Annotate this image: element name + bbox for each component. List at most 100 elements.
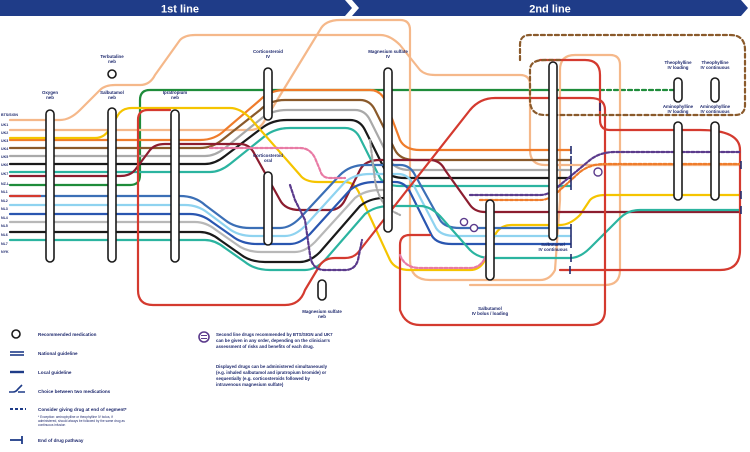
station-aminophylline-continuous [710,121,720,201]
line-purple-dashed [288,183,364,272]
order-icon [469,223,479,233]
first-line-arrow [0,0,352,16]
guideline-label: NL6 [1,233,8,237]
station-label-oxygen: neb [46,95,54,100]
guideline-label: BTS/SIGN [1,113,18,117]
station-label-theophylline-continuous: IV continuous [700,65,730,70]
station-label-salbutamol-bolus: Salbutamol [478,306,502,311]
station-label-salbutamol-continuous: IV continuous [538,247,568,252]
station-salbutamol-continuous [548,61,558,241]
legend-end: End of drug pathway [38,438,84,443]
guideline-label: NL4 [1,216,8,220]
note-order-3: assessment of risks and benefits of each… [216,344,314,349]
legend-footnote-1: * Exception: aminophylline or theophylli… [38,415,113,419]
order-icons [459,167,603,233]
note-order-1: Second line drugs recommended by BTS/SIG… [216,332,333,337]
guideline-label: NL5 [1,224,8,228]
stations: OxygennebTerbutalinenebSalbutamolnebIpra… [42,49,731,319]
guideline-label: UK3 [1,139,8,143]
guideline-label: NL1 [1,190,8,194]
station-label-salbutamol-bolus: IV bolus / loading [472,311,509,316]
station-label-aminophylline-loading: Aminophylline [663,104,694,109]
guideline-lines [8,18,747,327]
note-simultaneous-4: intravenous magnesium sulfate) [216,382,284,387]
guideline-label: NL3 [1,207,8,211]
station-label-corticosteroid-oral: oral [264,158,272,163]
guideline-label: UK6 [1,163,8,167]
guideline-label: NYK [1,250,9,254]
station-label-magnesium-neb: Magnesium sulfate [302,309,342,314]
line-orange [8,88,572,152]
legend-recommended: Recommended medication [38,332,97,337]
station-aminophylline-loading [673,121,683,201]
station-terbutaline [107,69,117,79]
legend-choice-icon [9,384,25,393]
line-pink-dashed [208,146,347,180]
station-label-theophylline-loading: Theophylline [664,60,692,65]
second-line-arrow [352,0,748,16]
legend-footnote-2: administered, should always be followed … [38,419,125,423]
station-label-salbutamol-neb: Salbutamol [100,90,124,95]
legend-choice: Choice between two medications [38,389,111,394]
guideline-label: UK1 [1,123,8,127]
station-label-theophylline-continuous: Theophylline [701,60,729,65]
order-icon [593,167,603,177]
station-label-aminophylline-loading: IV loading [668,109,689,114]
guideline-label: UK2 [1,131,8,135]
line-peach [8,18,622,287]
guideline-label: NZ-L [1,182,10,186]
legend: Recommended medication National guidelin… [9,329,127,444]
first-line-header: 1st line [161,4,199,16]
order-icon [459,217,469,227]
station-label-magnesium-iv: IV [386,54,390,59]
line-pink-dashed-2 [398,246,492,270]
line-purple-dashed-2 [468,150,742,197]
line-darkred [8,142,742,214]
station-label-ipratropium: Ipratropium [163,90,187,95]
legend-footnote-3: continuous infusion [38,423,66,427]
station-corticosteroid-iv [263,67,273,121]
line-black-2 [8,196,387,264]
legend-order-icon [198,331,210,343]
legend-consider: Consider giving drug at end of segment* [38,407,127,412]
line-yellow [8,106,742,272]
guideline-label: NL7 [1,242,8,246]
guideline-label: NL2 [1,199,8,203]
station-label-aminophylline-continuous: IV continuous [700,109,730,114]
notes: Second line drugs recommended by BTS/SIG… [198,331,333,387]
station-label-terbutaline: neb [108,59,116,64]
station-label-corticosteroid-iv: Corticosteroid [253,49,283,54]
note-simultaneous-2: (e.g. inhaled salbutamol and ipratropium… [216,370,327,375]
legend-national: National guideline [38,351,78,356]
legend-local: Local guideline [38,370,72,375]
station-label-magnesium-iv: Magnesium sulfate [368,49,408,54]
guideline-label: UK5 [1,155,8,159]
station-label-magnesium-neb: neb [318,314,326,319]
line-lightblue [8,172,572,238]
line-darkblue [8,180,572,246]
station-theophylline-continuous [710,77,720,103]
station-magnesium-iv [383,67,393,233]
guideline-label: UK7 [1,172,8,176]
station-oxygen [45,109,55,263]
legend-station-icon [11,329,21,339]
header-bar: 1st line 2nd line [0,0,748,16]
note-simultaneous-1: Displayed drugs can be administered simu… [216,364,328,369]
line-red-loop [136,96,607,327]
station-label-salbutamol-neb: neb [108,95,116,100]
station-corticosteroid-oral [263,171,273,246]
station-ipratropium [170,109,180,263]
guideline-labels: BTS/SIGNUK1UK2UK3UK4UK5UK6UK7NZ-LNL1NL2N… [1,113,18,254]
station-label-corticosteroid-oral: Corticosteroid [253,153,283,158]
station-label-salbutamol-continuous: Salbutamol [541,242,565,247]
second-line-header: 2nd line [529,4,571,16]
station-label-corticosteroid-iv: IV [266,54,270,59]
line-brown-dashed [518,33,747,117]
station-label-theophylline-loading: IV loading [668,65,689,70]
line-orange-dashed [478,162,742,202]
station-label-oxygen: Oxygen [42,90,58,95]
station-salbutamol-bolus [485,199,495,281]
station-salbutamol-neb [107,107,117,263]
legend-order-arrows [201,334,207,340]
